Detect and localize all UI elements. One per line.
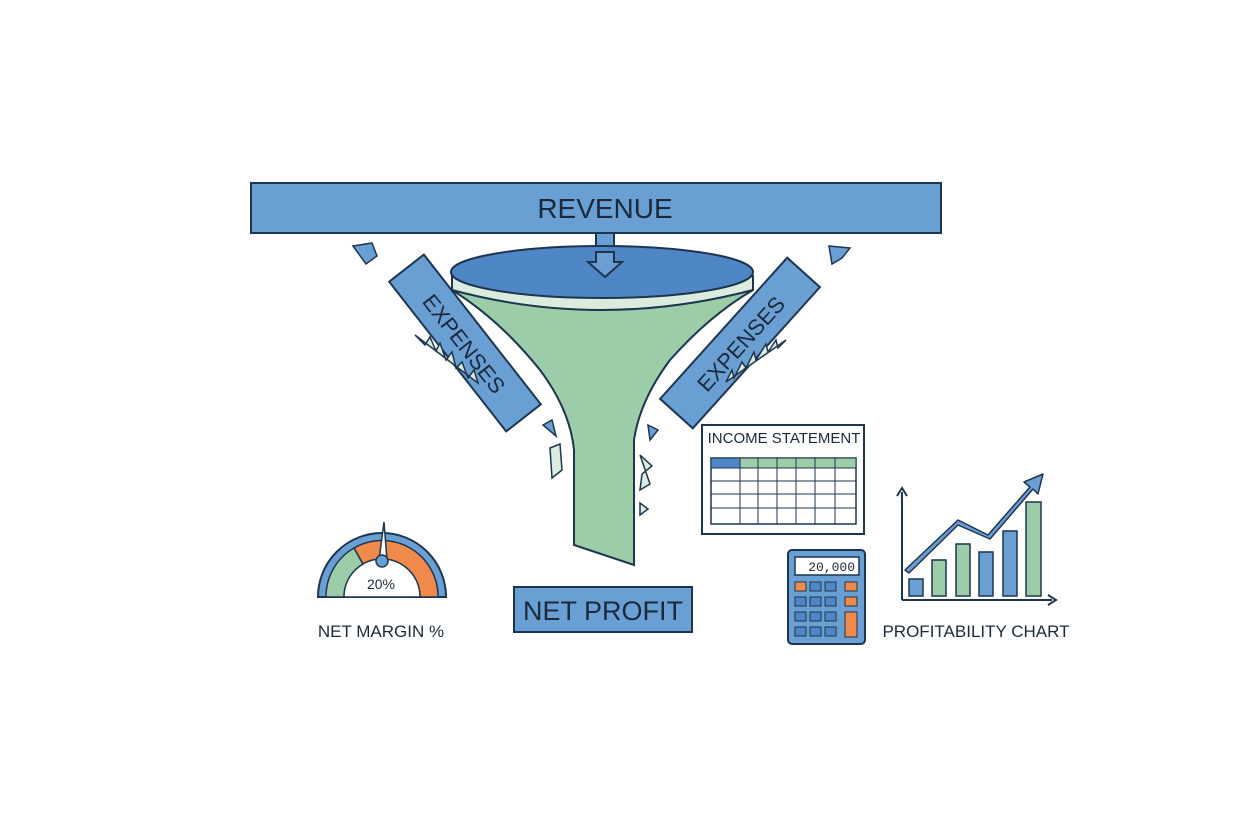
net-profit-label: NET PROFIT — [523, 596, 683, 626]
spreadsheet-icon: INCOME STATEMENT — [701, 424, 865, 535]
bar-chart-icon — [896, 486, 1058, 606]
profitability-chart-caption: PROFITABILITY CHART — [882, 622, 1069, 641]
expenses-left-leak-icon — [351, 242, 563, 480]
net-margin-caption: NET MARGIN % — [318, 622, 444, 641]
calculator-icon: 20,000 — [787, 549, 866, 645]
gauge-value: 20% — [367, 576, 395, 592]
funnel-icon — [450, 245, 754, 567]
revenue-label: REVENUE — [537, 193, 672, 224]
calculator-display: 20,000 — [808, 560, 855, 575]
gauge-icon: 20% — [316, 521, 448, 598]
expenses-right-leak-icon — [639, 245, 852, 517]
revenue-bar: REVENUE — [250, 182, 942, 234]
income-statement-title: INCOME STATEMENT — [708, 430, 861, 447]
net-profit-box: NET PROFIT — [513, 586, 693, 633]
trend-arrow-icon — [904, 473, 1044, 574]
